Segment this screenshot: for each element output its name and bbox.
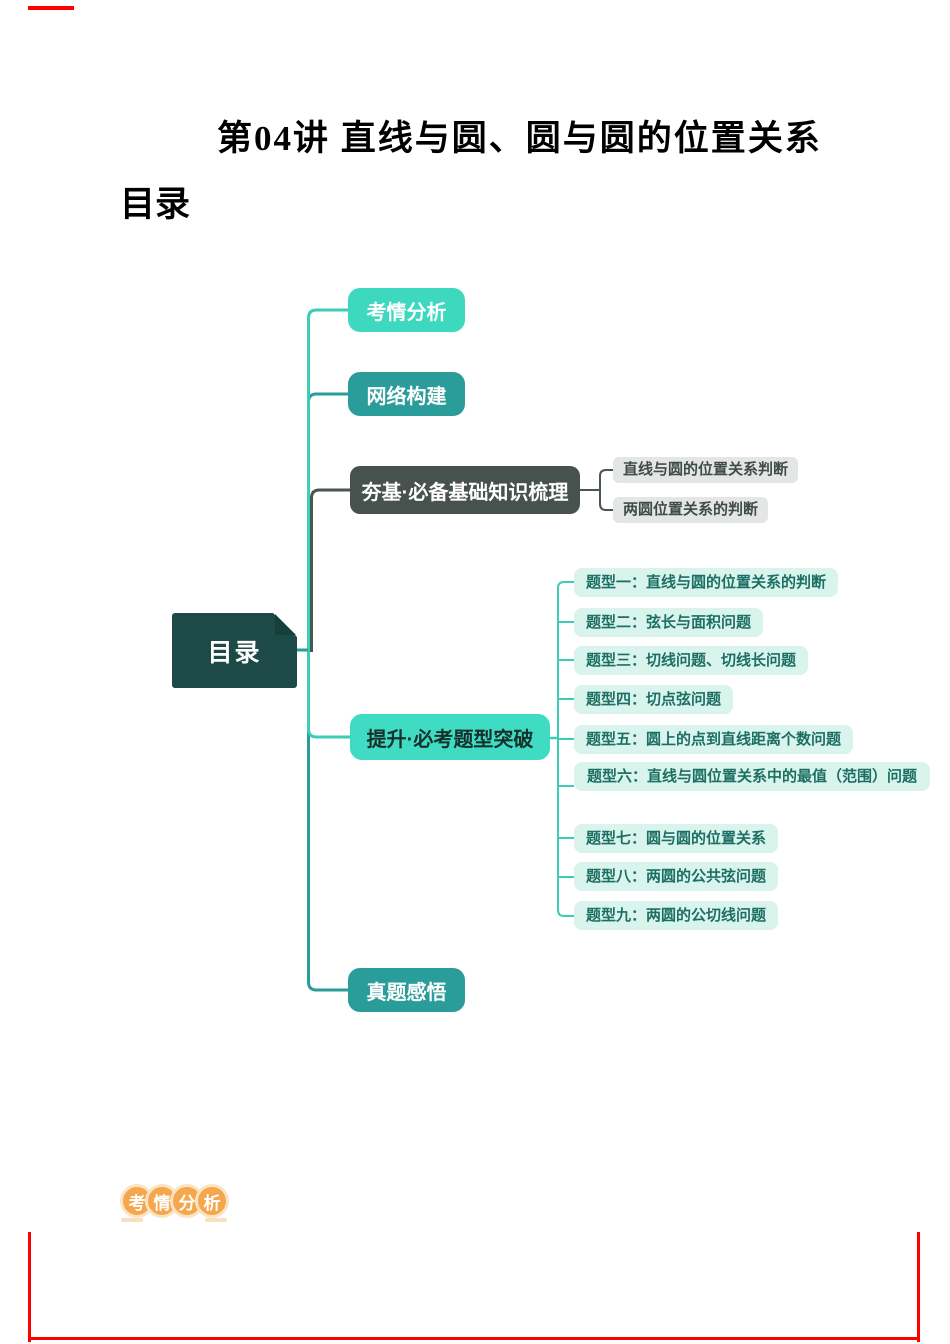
node-tisheng: 提升·必考题型突破 <box>350 714 550 760</box>
node-label: 考情分析 <box>366 301 447 324</box>
tixing-item-1: 题型一：直线与圆的位置关系的判断 <box>574 568 839 597</box>
tixing-item-7: 题型七：圆与圆的位置关系 <box>574 824 779 853</box>
mindmap-root-node: 目录 <box>172 613 297 688</box>
page-border-mark-bottom <box>28 1337 920 1340</box>
page-border-mark-bottom-right <box>917 1232 920 1342</box>
connector-hangji <box>310 488 350 652</box>
connector-kaoqing <box>307 308 348 650</box>
root-node-label: 目录 <box>207 638 262 667</box>
connector-hangji-child-2 <box>599 490 613 511</box>
connector-tisheng-trunk <box>557 581 574 917</box>
toc-heading: 目录 <box>120 185 191 224</box>
tixing-item-4: 题型四：切点弦问题 <box>574 685 734 714</box>
tixing-item-9: 题型九：两圆的公切线问题 <box>574 901 779 930</box>
badge-underline-left <box>121 1218 143 1222</box>
connector-wangluo <box>307 392 348 650</box>
connector-zhenti <box>307 650 348 992</box>
badge-char: 析 <box>203 1193 221 1213</box>
tixing-item-3: 题型三：切线问题、切线长问题 <box>574 646 809 675</box>
badge-circle-xi: 析 <box>195 1184 229 1218</box>
badge-underline-right <box>205 1218 227 1222</box>
badge-char: 情 <box>153 1193 171 1213</box>
hangji-child-2: 两圆位置关系的判断 <box>613 497 769 523</box>
node-zhenti-ganwu: 真题感悟 <box>348 968 465 1012</box>
node-kaoqing-fenxi: 考情分析 <box>348 288 465 332</box>
connector-tisheng <box>307 650 350 739</box>
node-label: 网络构建 <box>366 385 447 408</box>
node-label: 真题感悟 <box>366 981 447 1004</box>
badge-char: 考 <box>128 1193 146 1213</box>
connector-hangji-child-1 <box>580 469 613 491</box>
node-hangji: 夯基·必备基础知识梳理 <box>350 466 580 514</box>
tixing-item-6: 题型六：直线与圆位置关系中的最值（范围）问题 <box>574 762 930 791</box>
badge-char: 分 <box>178 1193 196 1213</box>
node-wangluo-goujian: 网络构建 <box>348 372 465 416</box>
tixing-item-2: 题型二：弦长与面积问题 <box>574 608 764 637</box>
page-title: 第04讲 直线与圆、圆与圆的位置关系 <box>217 119 822 158</box>
hangji-child-1: 直线与圆的位置关系判断 <box>613 457 799 483</box>
node-label: 提升·必考题型突破 <box>366 728 534 751</box>
tixing-item-8: 题型八：两圆的公共弦问题 <box>574 862 779 891</box>
tixing-item-5: 题型五：圆上的点到直线距离个数问题 <box>574 725 854 754</box>
node-label: 夯基·必备基础知识梳理 <box>361 481 569 504</box>
connector-tisheng-stubs <box>558 621 574 878</box>
page-border-mark-bottom-left <box>28 1232 31 1342</box>
page-border-mark-top-left <box>28 6 74 10</box>
